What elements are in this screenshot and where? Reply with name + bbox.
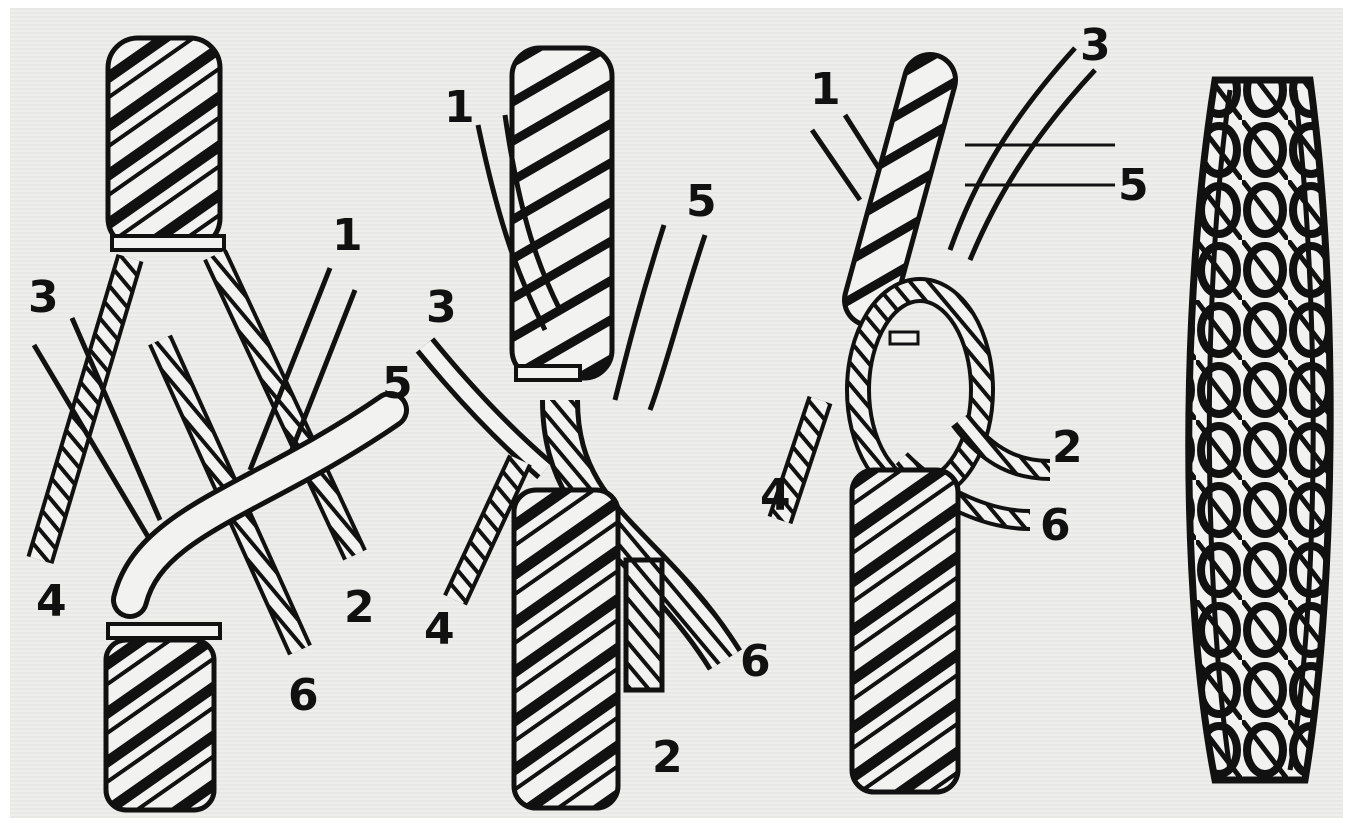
whipping-lower: [108, 624, 220, 638]
label-1: 1: [810, 64, 841, 115]
label-6: 6: [1040, 500, 1071, 551]
lower-rope: [852, 470, 958, 792]
label-4: 4: [36, 576, 67, 627]
lower-rope: [514, 490, 618, 808]
stage-4: [1189, 80, 1330, 780]
whipping: [890, 332, 918, 344]
label-6: 6: [288, 670, 319, 721]
label-2: 2: [1052, 422, 1083, 473]
label-3: 3: [1080, 20, 1111, 71]
label-3: 3: [426, 282, 457, 333]
label-1: 1: [444, 82, 475, 133]
upper-rope: [512, 48, 612, 378]
upper-rope: [108, 38, 220, 248]
label-1: 1: [332, 210, 363, 261]
label-5: 5: [686, 176, 717, 227]
whipping: [516, 366, 580, 380]
label-6: 6: [740, 636, 771, 687]
lower-rope: [106, 640, 214, 810]
label-5: 5: [1118, 160, 1149, 211]
label-3: 3: [28, 272, 59, 323]
strand-2: [626, 560, 662, 690]
whipping-upper: [112, 236, 224, 250]
label-5: 5: [382, 358, 413, 409]
label-4: 4: [760, 470, 791, 521]
label-4: 4: [424, 604, 455, 655]
label-2: 2: [652, 732, 683, 783]
label-2: 2: [344, 582, 375, 633]
